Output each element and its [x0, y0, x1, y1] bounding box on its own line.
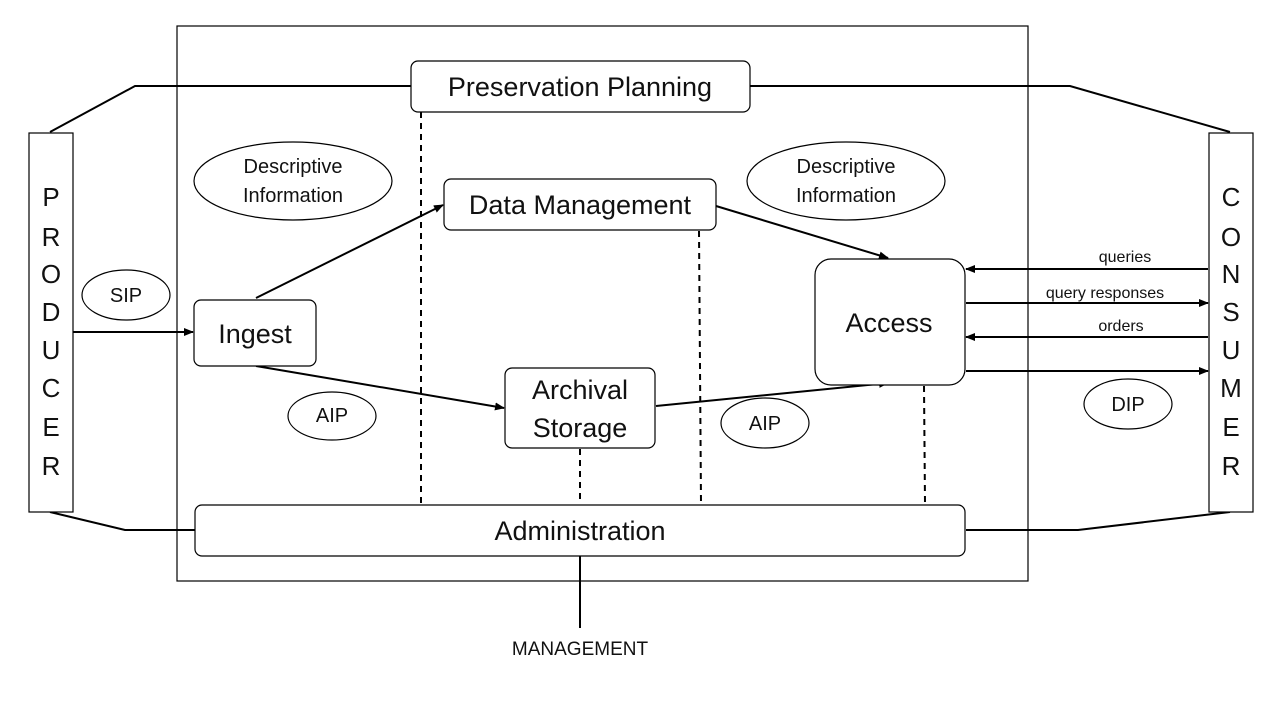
producer-letter: D: [42, 297, 61, 327]
archival-storage-label-line2: Storage: [533, 413, 628, 443]
preservation-planning-box: Preservation Planning: [410, 60, 751, 113]
data-management-label: Data Management: [469, 190, 692, 220]
consumer-box: C O N S U M E R: [1208, 132, 1254, 513]
consumer-letter: S: [1222, 297, 1239, 327]
descriptive-info-right-line1: Descriptive: [797, 156, 896, 178]
orders-label: orders: [1098, 318, 1143, 335]
producer-letter: U: [42, 335, 61, 365]
producer-to-administration-line: [49, 511, 195, 531]
consumer-letter: M: [1220, 373, 1242, 403]
queries-label: queries: [1099, 249, 1151, 266]
sip-ellipse: SIP: [81, 269, 171, 321]
descriptive-info-right-line2: Information: [796, 185, 896, 207]
producer-letter: O: [41, 259, 61, 289]
producer-to-planning-line: [49, 85, 411, 133]
descriptive-info-left-line2: Information: [243, 185, 343, 207]
consumer-letter: R: [1222, 451, 1241, 481]
dashed-line-access: [923, 385, 926, 504]
producer-box: P R O D U C E R: [28, 132, 74, 513]
dip-ellipse: DIP: [1083, 378, 1173, 430]
dip-label: DIP: [1111, 394, 1144, 416]
ingest-to-archival-storage-arrow: [255, 365, 505, 411]
dashed-line-data-management: [698, 230, 702, 504]
archival-storage-label-line1: Archival: [532, 375, 628, 405]
producer-letter: C: [42, 373, 61, 403]
management-label: MANAGEMENT: [512, 639, 649, 660]
ingest-to-data-management-arrow: [255, 204, 444, 299]
producer-letter: P: [42, 182, 59, 212]
consumer-letter: U: [1222, 335, 1241, 365]
preservation-planning-label: Preservation Planning: [448, 72, 712, 102]
consumer-letter: N: [1222, 259, 1241, 289]
data-management-box: Data Management: [443, 178, 717, 231]
planning-to-consumer-line: [750, 85, 1231, 133]
administration-to-consumer-line: [966, 511, 1231, 531]
ingest-box: Ingest: [193, 299, 317, 367]
consumer-letter: E: [1222, 412, 1239, 442]
administration-box: Administration: [194, 504, 966, 557]
data-management-to-access-arrow: [715, 205, 889, 260]
access-label: Access: [845, 308, 932, 338]
descriptive-info-left-line1: Descriptive: [244, 156, 343, 178]
query-responses-label: query responses: [1046, 285, 1164, 302]
consumer-letter: O: [1221, 222, 1241, 252]
aip-ellipse-left: AIP: [287, 391, 377, 441]
access-box: Access: [814, 258, 966, 386]
producer-letter: R: [42, 451, 61, 481]
ingest-label: Ingest: [218, 319, 292, 349]
descriptive-information-left: Descriptive Information: [193, 141, 393, 221]
aip-ellipse-right: AIP: [720, 397, 810, 449]
aip-right-label: AIP: [749, 413, 781, 435]
consumer-letter: C: [1222, 182, 1241, 212]
descriptive-information-right: Descriptive Information: [746, 141, 946, 221]
aip-left-label: AIP: [316, 405, 348, 427]
administration-label: Administration: [494, 516, 665, 546]
producer-letter: R: [42, 222, 61, 252]
producer-letter: E: [42, 412, 59, 442]
archival-storage-box: Archival Storage: [504, 367, 656, 449]
sip-label: SIP: [110, 285, 142, 307]
archival-storage-to-access-arrow: [655, 379, 889, 407]
